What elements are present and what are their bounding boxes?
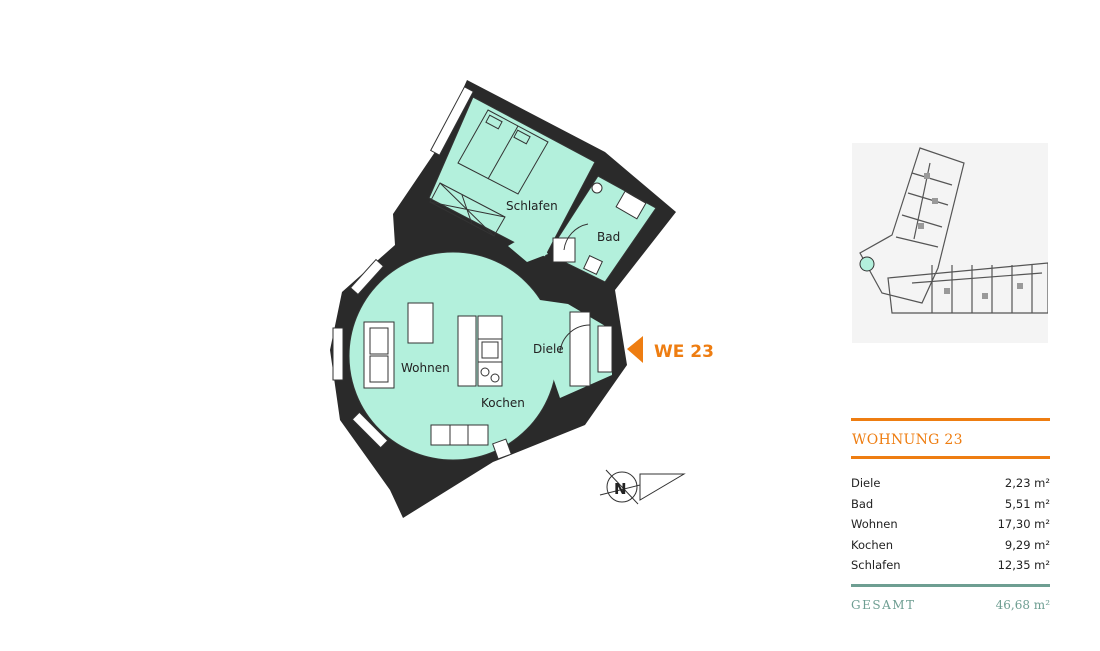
entry-arrow-icon bbox=[627, 336, 643, 363]
sofa-icon bbox=[363, 321, 395, 389]
divider-total bbox=[851, 583, 1050, 587]
svg-text:N: N bbox=[614, 480, 627, 498]
total-row: GESAMT 46,68 m² bbox=[851, 587, 1050, 612]
windows bbox=[332, 86, 512, 460]
wardrobe-icon bbox=[429, 182, 506, 237]
front-door-icon bbox=[559, 223, 613, 387]
area-row-diele: Diele 2,23 m² bbox=[851, 476, 1050, 490]
label-diele: Diele bbox=[533, 342, 564, 356]
apartment-marker-icon bbox=[859, 256, 875, 272]
total-area: 46,68 m² bbox=[995, 597, 1050, 612]
area-row-bad: Bad 5,51 m² bbox=[851, 496, 1050, 511]
area-row-schlafen: Schlafen 12,35 m² bbox=[851, 558, 1050, 572]
site-plan-thumbnail bbox=[852, 143, 1048, 343]
label-bad: Bad bbox=[597, 230, 620, 244]
label-wohnen: Wohnen bbox=[401, 361, 450, 375]
label-schlafen: Schlafen bbox=[506, 199, 558, 213]
area-row-wohnen: Wohnen 17,30 m² bbox=[851, 517, 1050, 531]
divider-top bbox=[851, 418, 1050, 421]
door-opening bbox=[508, 232, 548, 262]
total-label: GESAMT bbox=[851, 597, 916, 612]
dining-table-icon bbox=[430, 424, 489, 446]
table-icon bbox=[407, 302, 434, 344]
apartment-info-panel: WOHNUNG 23 Diele 2,23 m² Bad 5,51 m² Woh… bbox=[851, 418, 1050, 612]
entry-label: WE 23 bbox=[654, 342, 714, 362]
apartment-title: WOHNUNG 23 bbox=[852, 432, 963, 448]
compass-icon: N bbox=[599, 469, 686, 505]
area-list: Diele 2,23 m² Bad 5,51 m² Wohnen 17,30 m… bbox=[851, 459, 1050, 584]
label-kochen: Kochen bbox=[481, 396, 525, 410]
divider-mid bbox=[851, 456, 1050, 459]
kitchen-counter-icon bbox=[457, 315, 503, 387]
area-row-kochen: Kochen 9,29 m² bbox=[851, 537, 1050, 552]
bed-icon bbox=[457, 109, 549, 195]
